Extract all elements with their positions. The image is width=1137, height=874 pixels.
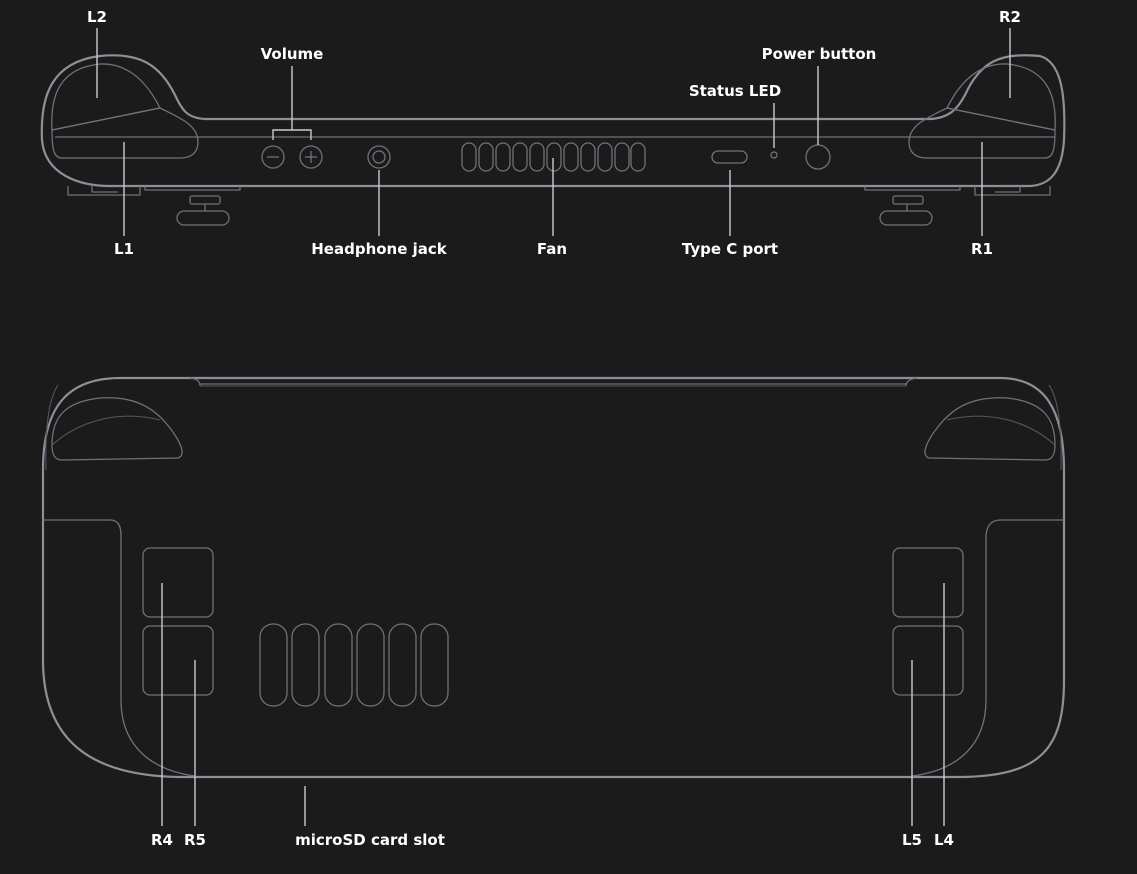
volume-up-button	[299, 145, 323, 169]
label-type-c-port: Type C port	[681, 240, 779, 258]
l4-button	[892, 547, 964, 618]
label-r2: R2	[999, 8, 1021, 26]
label-microsd-card-slot: microSD card slot	[295, 831, 445, 849]
power-button	[805, 144, 831, 170]
r4-button	[142, 547, 214, 618]
l5-button	[892, 625, 964, 696]
label-l2: L2	[87, 8, 107, 26]
l1-bumper	[51, 107, 199, 159]
l2-trigger	[51, 63, 161, 131]
label-r1: R1	[971, 240, 993, 258]
label-volume: Volume	[260, 45, 324, 63]
top-view-body	[40, 54, 1066, 188]
fan-vent	[461, 142, 646, 172]
label-status-led: Status LED	[688, 82, 782, 100]
label-fan: Fan	[536, 240, 568, 258]
r2-trigger	[946, 63, 1056, 131]
label-power-button: Power button	[761, 45, 877, 63]
back-view	[41, 376, 1066, 779]
top-view	[40, 54, 1066, 226]
r1-bumper	[908, 107, 1056, 159]
right-thumbstick	[892, 195, 924, 205]
back-vent	[259, 623, 449, 707]
label-l4: L4	[934, 831, 954, 849]
volume-down-button	[261, 145, 285, 169]
leader-lines	[96, 28, 1011, 826]
label-l1: L1	[114, 240, 134, 258]
r5-button	[142, 625, 214, 696]
type-c-port	[711, 150, 748, 164]
label-l5: L5	[902, 831, 922, 849]
back-left-trigger	[51, 397, 183, 461]
label-headphone-jack: Headphone jack	[311, 240, 447, 258]
back-right-trigger	[924, 397, 1056, 461]
left-thumbstick	[189, 195, 221, 205]
label-r5: R5	[184, 831, 206, 849]
headphone-jack	[367, 145, 391, 169]
label-r4: R4	[151, 831, 173, 849]
back-view-body	[41, 376, 1066, 779]
status-led	[770, 151, 778, 159]
